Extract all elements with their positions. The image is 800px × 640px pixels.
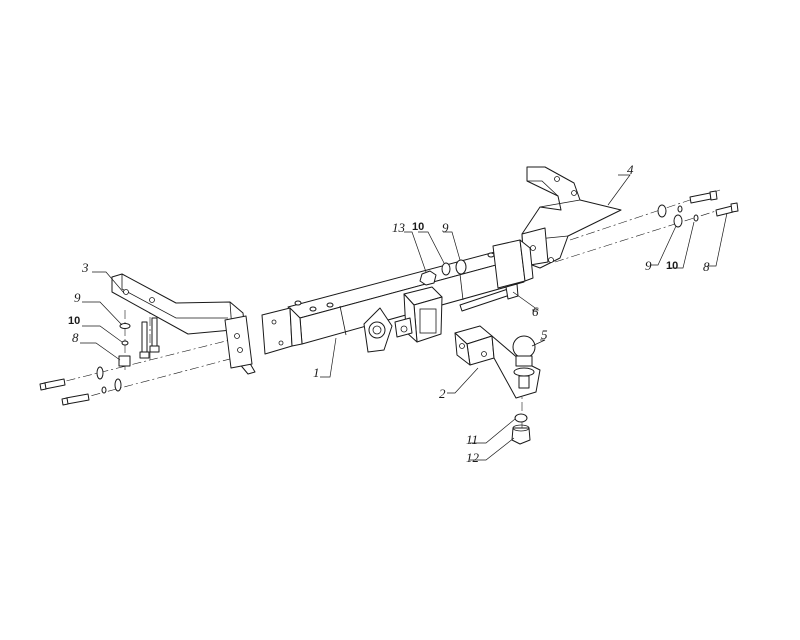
washer-9 — [455, 259, 467, 275]
right-mounting-bracket — [521, 166, 622, 269]
callout-8-left: 8 — [72, 330, 79, 345]
callout-10-top: 10 — [412, 221, 424, 233]
callout-12: 12 — [466, 450, 480, 465]
right-fasteners — [657, 190, 739, 228]
callout-1: 1 — [313, 365, 320, 380]
right-bolt-8 — [715, 205, 734, 217]
callout-13: 13 — [392, 220, 406, 235]
callout-2: 2 — [439, 386, 446, 401]
callout-3: 3 — [81, 260, 89, 275]
callout-9-top: 9 — [442, 220, 449, 235]
right-lock-washer-10 — [693, 214, 699, 222]
left-lock-washer-10 — [121, 340, 129, 346]
right-washer-9 — [673, 214, 683, 228]
left-mounting-bracket — [111, 273, 256, 375]
center-fasteners — [419, 259, 467, 286]
lock-washer-10 — [441, 262, 451, 276]
left-washer-9 — [119, 323, 131, 329]
callout-9-left: 9 — [74, 290, 81, 305]
tow-ball — [512, 335, 536, 389]
ball-lower-fasteners — [511, 413, 531, 445]
callout-labels: 3 9 10 8 1 2 4 5 6 13 10 9 9 10 8 11 12 — [68, 162, 710, 465]
hitch-pin — [459, 283, 519, 312]
callout-8-right: 8 — [703, 259, 710, 274]
callout-9-right: 9 — [645, 258, 652, 273]
left-horizontal-bolts — [39, 366, 122, 406]
callout-4: 4 — [627, 162, 634, 177]
lock-washer-11 — [514, 413, 528, 423]
leader-lines — [80, 174, 728, 461]
ball-nut-12 — [511, 427, 531, 445]
callout-5: 5 — [541, 327, 548, 342]
left-vertical-bolts — [118, 317, 160, 367]
left-nut-8 — [118, 355, 131, 367]
nut-13 — [419, 270, 437, 286]
callout-6: 6 — [532, 304, 539, 319]
callout-10-left: 10 — [68, 315, 80, 327]
callout-10-right: 10 — [666, 260, 678, 272]
callout-11: 11 — [466, 432, 478, 447]
